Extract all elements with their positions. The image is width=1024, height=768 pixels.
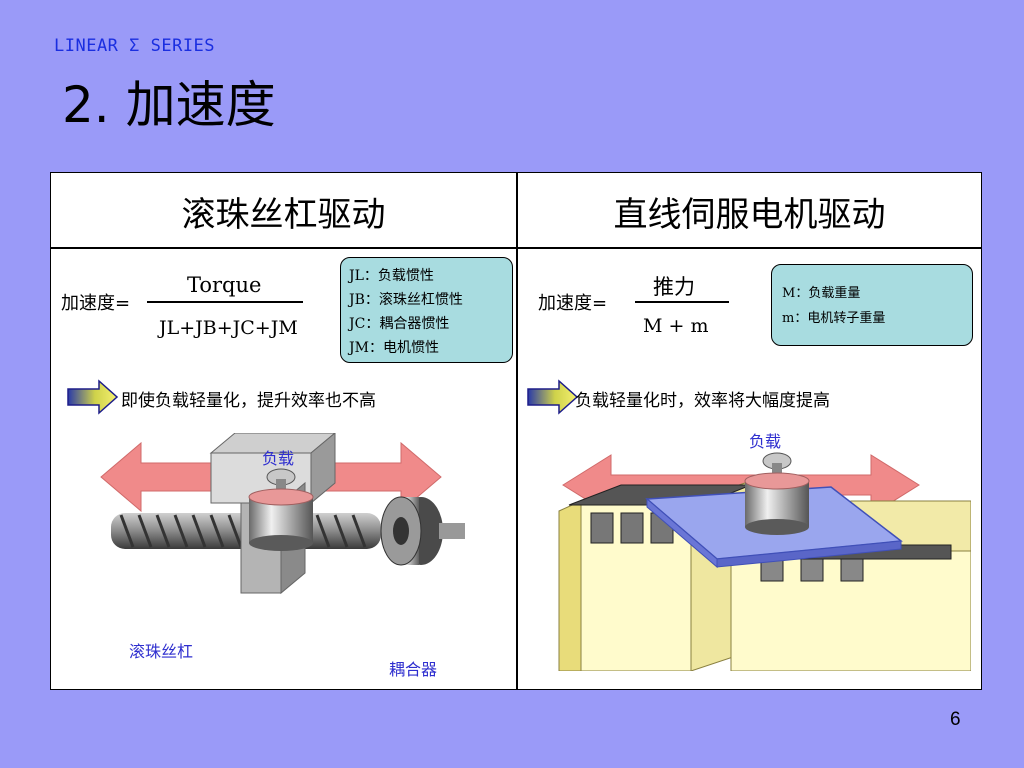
right-load-weight-icon [744,452,810,535]
left-formula-denominator: JL+JB+JC+JM [159,317,298,339]
right-column-heading: 直线伺服电机驱动 [613,195,886,235]
left-formula-numerator: Torque [187,273,262,297]
left-legend-line-2: JB：滚珠丝杠惯性 [349,292,463,308]
left-formula-label: 加速度= [61,293,131,314]
left-conclusion-text: 即使负载轻量化，提升效率也不高 [121,391,376,411]
slide-title: 2. 加速度 [62,76,276,134]
right-legend-box: M：负载重量 m：电机转子重量 [771,264,973,346]
comparison-table: 滚珠丝杠驱动 直线伺服电机驱动 加速度= Torque JL+JB+JC+JM … [50,172,982,690]
right-formula-denominator: M + m [643,315,709,337]
header-series: LINEAR Σ SERIES [54,36,216,56]
linear-motor-illustration [558,454,971,671]
left-column-heading: 滚珠丝杠驱动 [181,195,386,235]
right-legend-line-2: m：电机转子重量 [782,311,886,326]
row-divider [51,247,981,249]
right-legend-line-1: M：负载重量 [782,286,861,301]
right-fraction-bar [635,301,729,303]
right-conclusion-arrow-icon [527,379,579,415]
left-legend-line-4: JM：电机惯性 [349,340,439,356]
left-legend-line-3: JC：耦合器惯性 [349,316,450,332]
page-number: 6 [950,709,961,730]
right-load-label: 负载 [749,432,782,451]
coupling-label: 耦合器 [389,660,438,679]
right-conclusion-text: 负载轻量化时，效率将大幅度提高 [575,391,830,411]
left-conclusion-arrow-icon [67,379,119,415]
column-divider [516,173,518,689]
right-formula-numerator: 推力 [653,275,695,299]
right-formula-label: 加速度= [538,293,608,314]
ballscrew-label: 滚珠丝杠 [129,642,194,661]
left-load-weight-icon [248,468,314,551]
left-fraction-bar [147,301,303,303]
left-load-label: 负载 [262,449,295,468]
left-legend-line-1: JL：负载惯性 [349,268,434,284]
left-legend-box: JL：负载惯性 JB：滚珠丝杠惯性 JC：耦合器惯性 JM：电机惯性 [340,257,513,363]
